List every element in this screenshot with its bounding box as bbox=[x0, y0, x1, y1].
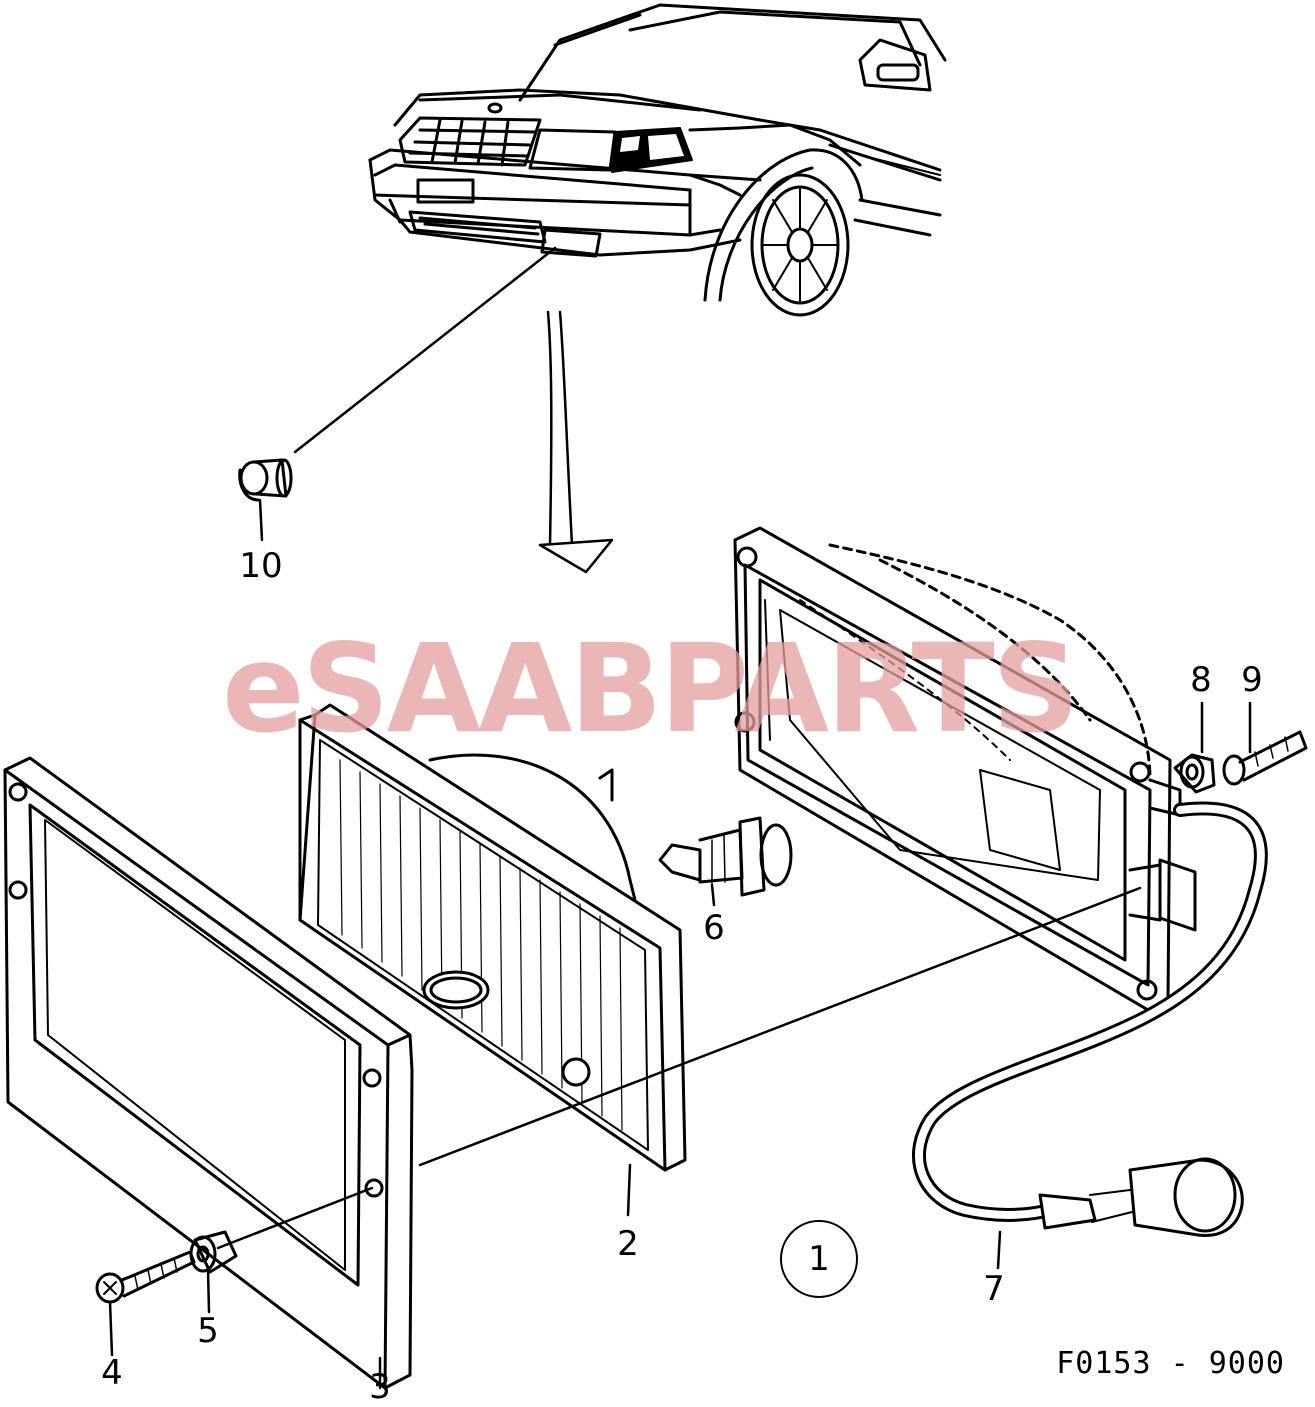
car-leader-lines bbox=[293, 246, 614, 574]
watermark-brand: SAAB bbox=[301, 618, 663, 760]
wiring-harness-part-7 bbox=[912, 801, 1268, 1270]
callout-10: 10 bbox=[239, 546, 283, 586]
callout-3: 3 bbox=[369, 1367, 391, 1407]
callout-8: 8 bbox=[1190, 660, 1212, 700]
callout-4: 4 bbox=[101, 1353, 123, 1393]
watermark-logo: eSAABPARTS bbox=[222, 628, 1080, 750]
callout-9: 9 bbox=[1241, 660, 1263, 700]
clip-part-10 bbox=[238, 458, 293, 542]
callout-7: 7 bbox=[983, 1269, 1005, 1309]
callout-5: 5 bbox=[197, 1311, 219, 1351]
screw-part-4 bbox=[95, 1250, 196, 1357]
washer-part-5 bbox=[189, 1230, 238, 1314]
car-front-illustration bbox=[368, 3, 947, 317]
bulb-part-6 bbox=[658, 816, 793, 907]
diagram-code: F0153 - 9000 bbox=[1056, 1346, 1285, 1381]
callout-6: 6 bbox=[703, 908, 725, 948]
callout-1: 1 bbox=[808, 1239, 830, 1279]
bolt-part-9 bbox=[1222, 701, 1308, 786]
nut-part-8 bbox=[1173, 701, 1216, 794]
callout-2: 2 bbox=[617, 1224, 639, 1264]
bezel-frame-part-3 bbox=[3, 756, 414, 1390]
watermark-prefix: e bbox=[222, 618, 305, 760]
watermark-suffix: PARTS bbox=[659, 618, 1079, 760]
lamp-housing bbox=[733, 526, 1197, 1012]
assembly-leader-lines bbox=[216, 886, 1142, 1250]
lamp-lens-part-2 bbox=[298, 703, 687, 1217]
callout-circle-1 bbox=[780, 1220, 858, 1298]
